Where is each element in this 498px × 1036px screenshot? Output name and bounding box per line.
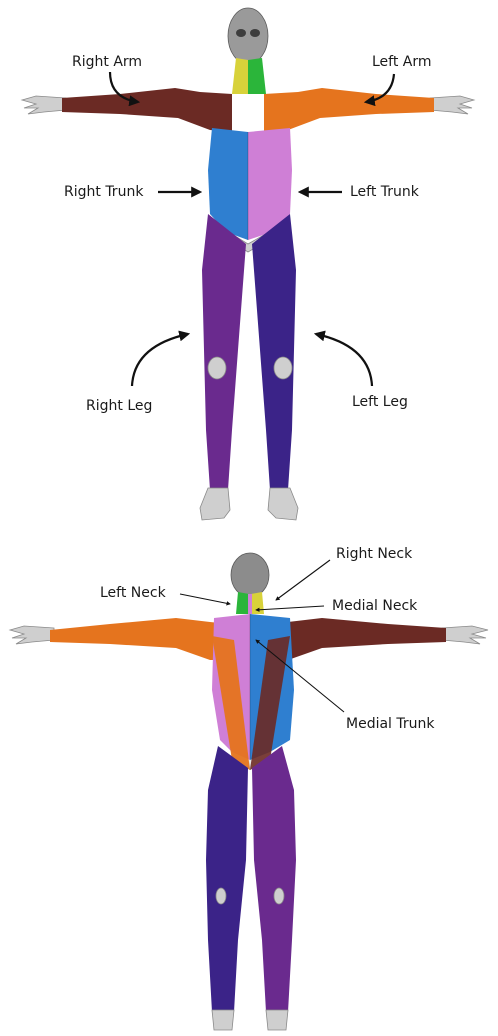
- front-left-arm-region: [264, 88, 434, 132]
- back-neck-left: [236, 592, 249, 614]
- back-right-leg-region: [252, 746, 296, 1012]
- label-medial-trunk: Medial Trunk: [346, 716, 435, 732]
- front-right-foot: [200, 488, 230, 520]
- front-skull: [228, 8, 268, 64]
- label-right-leg: Right Leg: [86, 398, 152, 414]
- front-left-foot: [268, 488, 298, 520]
- label-left-neck: Left Neck: [100, 585, 167, 601]
- label-medial-neck: Medial Neck: [332, 598, 418, 614]
- label-left-leg: Left Leg: [352, 394, 408, 410]
- front-left-hand: [430, 96, 474, 114]
- back-left-leg-region: [206, 746, 248, 1012]
- front-right-leg-region: [202, 214, 246, 490]
- label-right-arm: Right Arm: [72, 54, 142, 70]
- back-right-hand: [442, 626, 488, 644]
- back-right-foot: [266, 1010, 288, 1030]
- front-right-hand: [22, 96, 66, 114]
- front-left-leg-region: [252, 214, 296, 490]
- back-left-hand: [10, 626, 54, 644]
- arrow-right-leg: [132, 334, 188, 386]
- back-left-arm-region: [50, 618, 230, 660]
- back-body-figure: [10, 553, 488, 1030]
- front-right-arm-region: [62, 88, 232, 132]
- back-neck-right: [251, 592, 264, 614]
- label-right-neck: Right Neck: [336, 546, 413, 562]
- back-left-foot: [212, 1010, 234, 1030]
- arrow-right-neck: [276, 560, 330, 600]
- back-skull: [231, 553, 269, 597]
- arrow-left-neck: [180, 594, 230, 604]
- arrow-left-leg: [316, 334, 372, 386]
- front-neck-left: [248, 58, 266, 94]
- back-neck-medial: [248, 594, 252, 614]
- front-neck-right: [232, 58, 248, 94]
- label-left-arm: Left Arm: [372, 54, 432, 70]
- label-right-trunk: Right Trunk: [64, 184, 144, 200]
- back-right-arm-region: [268, 618, 446, 660]
- label-left-trunk: Left Trunk: [350, 184, 420, 200]
- arrow-medial-neck: [256, 606, 324, 610]
- front-body-figure: [22, 8, 474, 520]
